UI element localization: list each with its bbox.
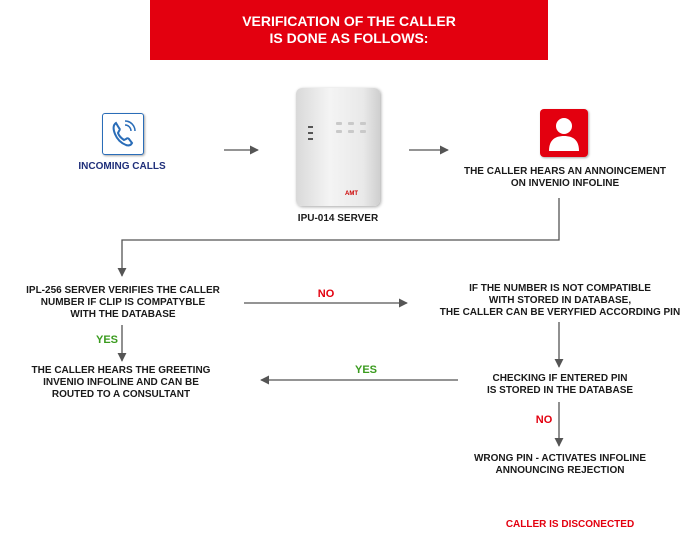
edge-label-no: NO: [535, 414, 553, 426]
title-banner: VERIFICATION OF THE CALLER IS DONE AS FO…: [150, 0, 548, 60]
edge-label-yes: YES: [95, 334, 118, 346]
edge-label-yes: YES: [354, 364, 377, 376]
verify-clip-text: IPL-256 SERVER VERIFIES THE CALLER NUMBE…: [26, 285, 220, 320]
title-line-2: IS DONE AS FOLLOWS:: [269, 30, 429, 46]
not-compatible-text: IF THE NUMBER IS NOT COMPATIBLE WITH STO…: [439, 283, 681, 318]
caller-disconnected-text: CALLER IS DISCONECTED: [505, 519, 635, 530]
wrong-pin-text: WRONG PIN - ACTIVATES INFOLINE ANNOUNCIN…: [473, 453, 647, 476]
phone-icon: [102, 113, 144, 155]
server-logo: AMT: [345, 191, 358, 197]
announcement-text: THE CALLER HEARS AN ANNOINCEMENT ON INVE…: [463, 166, 667, 189]
server-label: IPU-014 SERVER: [297, 213, 379, 224]
arrow-announcement-to-verify: [117, 198, 560, 277]
server-device-icon: [296, 88, 380, 206]
checking-pin-text: CHECKING IF ENTERED PIN IS STORED IN THE…: [486, 373, 634, 396]
person-icon: [540, 109, 588, 157]
greeting-text: THE CALLER HEARS THE GREETING INVENIO IN…: [31, 365, 211, 400]
edge-label-no: NO: [317, 288, 335, 300]
title-line-1: VERIFICATION OF THE CALLER: [242, 13, 456, 29]
incoming-calls-label: INCOMING CALLS: [78, 161, 166, 172]
